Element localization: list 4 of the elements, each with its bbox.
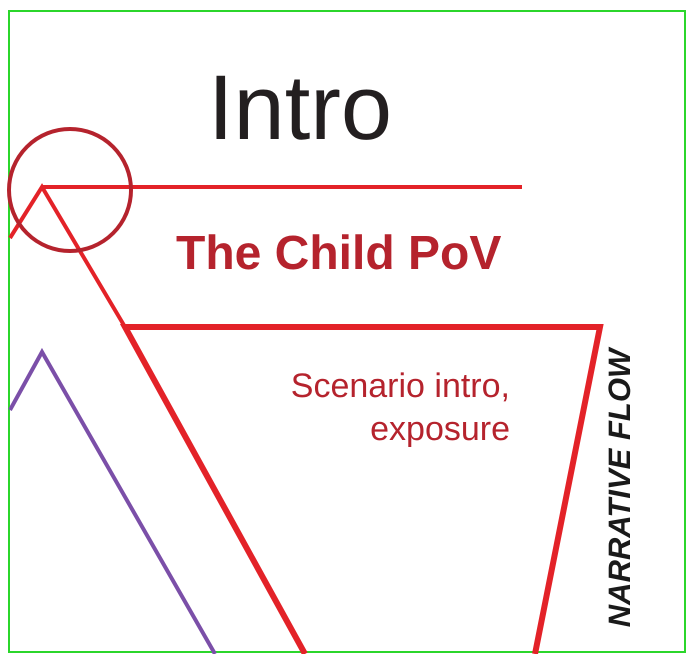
heading: The Child PoV	[176, 228, 502, 281]
vertical-label: NARRATIVE FLOW	[602, 348, 638, 628]
title: Intro	[208, 62, 392, 154]
node-text: Scenario intro, exposure	[290, 366, 510, 450]
